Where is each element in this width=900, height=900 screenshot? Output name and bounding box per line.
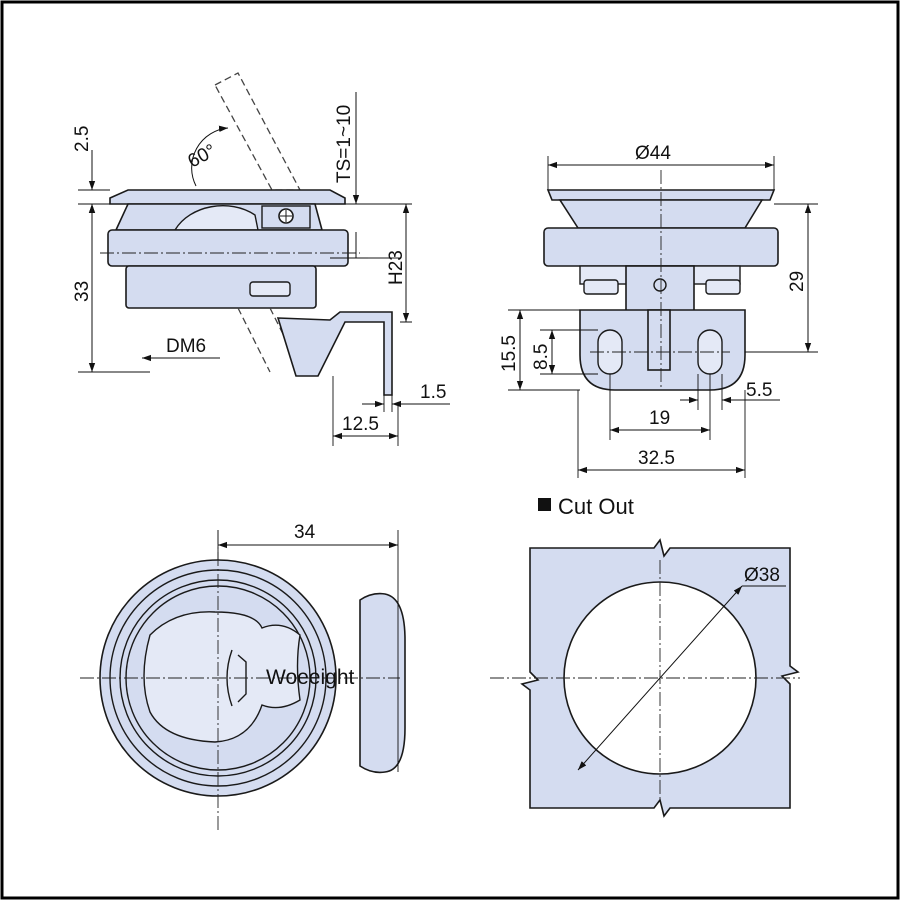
body-shoulder (107, 229, 349, 267)
dim-slot-width-label: 5.5 (746, 380, 772, 401)
plan-view: 34 Woeeight (80, 522, 406, 832)
raised-handle-ghost (214, 72, 302, 191)
nut (249, 281, 291, 297)
cut-out-bullet (538, 498, 551, 511)
dim-diameter-label: Ø44 (635, 143, 671, 164)
dim-slot-height-label: 15.5 (499, 335, 520, 372)
swing-line-1 (237, 307, 271, 373)
dim-width-label: 34 (294, 522, 316, 543)
latch-bracket (276, 311, 393, 396)
handle-hump (173, 205, 259, 231)
dim-overall-height-label: 33 (72, 281, 93, 302)
dim-thread-label: DM6 (166, 336, 206, 357)
pin-housing (261, 205, 311, 229)
dim-slot-pitch-label: 19 (649, 408, 670, 429)
latch-tongue (625, 265, 695, 315)
dim-sheet-label: 1.5 (420, 382, 446, 403)
nut-left (583, 279, 619, 295)
tongue-hole (653, 278, 667, 292)
ext-2-5 (78, 189, 110, 205)
dim-slot-length-label: 8.5 (531, 344, 552, 370)
cut-out-view: Cut Out Ø38 (490, 494, 800, 818)
dim-line-38 (577, 585, 743, 771)
dim-flange-label: 2.5 (72, 126, 93, 152)
handle-paddle (143, 611, 301, 743)
front-elevation-view: Ø44 29 15.5 8.5 19 5.5 32.5 (499, 143, 818, 478)
dim-height-label: 29 (787, 271, 808, 292)
dim-thickness-label: TS=1~10 (334, 105, 355, 183)
side-section-view: 2.5 33 60° TS=1~10 H23 DM6 1.5 12.5 (72, 72, 450, 446)
ext-44 (547, 156, 775, 190)
ext-1-5 (383, 395, 393, 412)
body-lower (125, 265, 317, 309)
watermark: Woeeight (266, 666, 355, 689)
ext-5-5 (697, 374, 723, 410)
dim-bracket-width-label: 32.5 (638, 448, 675, 469)
rear-bracket (359, 592, 406, 774)
flange-lip (109, 189, 346, 205)
dim-offset-label: 12.5 (342, 414, 379, 435)
dim-arc-60 (191, 125, 229, 187)
pivot-cross (280, 210, 292, 222)
cut-out-title: Cut Out (558, 494, 634, 519)
nut-right (705, 279, 741, 295)
handle-grip (226, 649, 233, 707)
cut-out-diameter-label: Ø38 (744, 565, 780, 586)
ext-32-5 (577, 390, 746, 478)
latch-stem (647, 309, 671, 371)
dim-h-label: H23 (386, 250, 407, 285)
dim-tilt-angle-label: 60° (184, 140, 219, 172)
